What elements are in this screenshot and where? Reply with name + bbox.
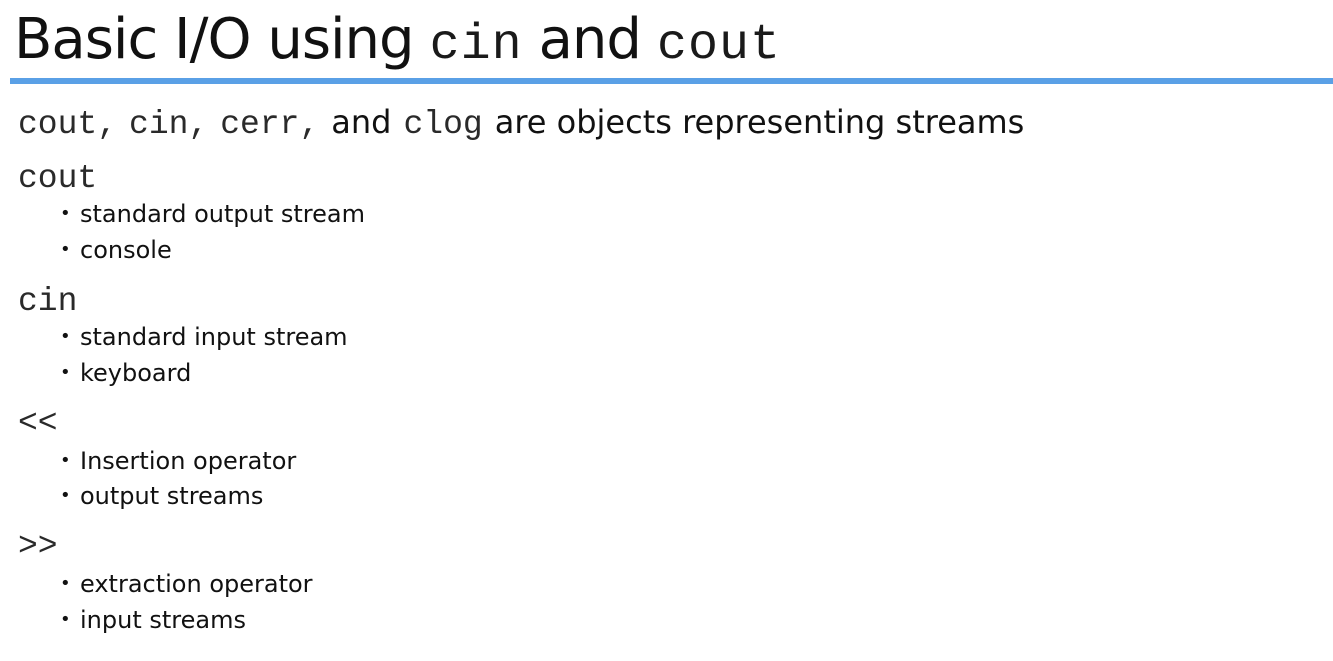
- section-heading-cin: cin: [18, 279, 78, 320]
- section-heading-insertion-op: <<: [18, 401, 58, 442]
- bullet-dot-icon: •: [60, 450, 71, 471]
- bullet-item: • console: [60, 234, 172, 266]
- section-heading-extraction-op: >>: [18, 524, 58, 565]
- intro-code-cerr: cerr,: [220, 106, 320, 143]
- intro-code-clog: clog: [403, 106, 483, 143]
- bullet-dot-icon: •: [60, 203, 71, 224]
- section-heading-text: <<: [18, 405, 58, 442]
- bullet-item: • Insertion operator: [60, 445, 296, 477]
- intro-text-rest: are objects representing streams: [494, 103, 1025, 141]
- section-heading-cout: cout: [18, 156, 98, 197]
- intro-code-cin: cin,: [129, 106, 209, 143]
- intro-text-and: and: [331, 103, 392, 141]
- title-code-cout: cout: [656, 17, 781, 74]
- title-text-and: and: [538, 7, 642, 72]
- bullet-text: input streams: [80, 606, 246, 634]
- title-text-basic-io-using: Basic I/O using: [14, 7, 415, 72]
- bullet-item: • extraction operator: [60, 568, 313, 600]
- bullet-item: • standard input stream: [60, 321, 348, 353]
- bullet-item: • keyboard: [60, 357, 191, 389]
- bullet-text: standard input stream: [80, 323, 348, 351]
- bullet-text: keyboard: [80, 359, 192, 387]
- bullet-text: output streams: [80, 482, 264, 510]
- bullet-dot-icon: •: [60, 573, 71, 594]
- bullet-item: • output streams: [60, 480, 263, 512]
- section-heading-text: >>: [18, 528, 58, 565]
- bullet-item: • standard output stream: [60, 198, 365, 230]
- bullet-text: Insertion operator: [80, 447, 297, 475]
- section-heading-text: cout: [18, 160, 98, 197]
- section-heading-text: cin: [18, 283, 78, 320]
- bullet-dot-icon: •: [60, 326, 71, 347]
- title-underline-rule: [10, 78, 1333, 84]
- bullet-dot-icon: •: [60, 239, 71, 260]
- intro-code-cout: cout,: [18, 106, 118, 143]
- bullet-dot-icon: •: [60, 609, 71, 630]
- title-code-cin: cin: [429, 17, 523, 74]
- bullet-text: console: [80, 236, 172, 264]
- bullet-dot-icon: •: [60, 362, 71, 383]
- bullet-text: extraction operator: [80, 570, 313, 598]
- bullet-item: • input streams: [60, 604, 246, 636]
- bullet-dot-icon: •: [60, 485, 71, 506]
- bullet-text: standard output stream: [80, 200, 365, 228]
